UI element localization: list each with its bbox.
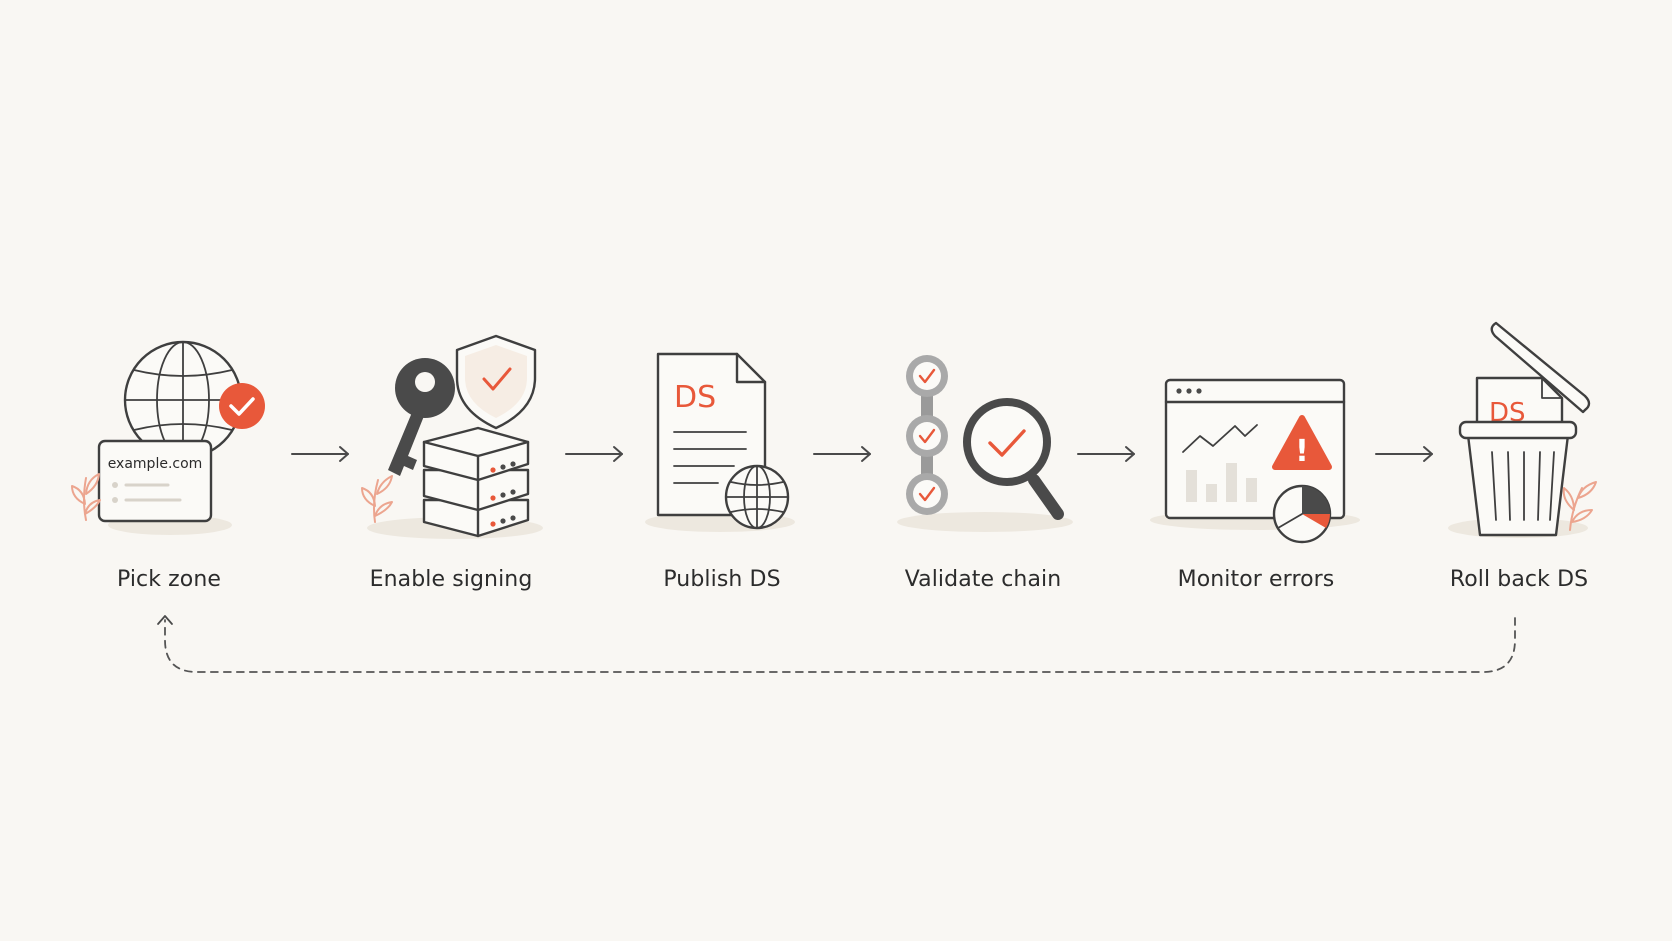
step-label-pick-zone: Pick zone — [116, 567, 222, 592]
domain-card-text: example.com — [108, 456, 203, 472]
step-label-validate-chain: Validate chain — [904, 567, 1062, 592]
leaf-decoration — [71, 473, 101, 521]
flow-arrow-2 — [565, 446, 623, 462]
ds-doc-text: DS — [674, 380, 716, 415]
key-shield-server-icon — [361, 334, 543, 539]
leaf-decoration — [361, 475, 393, 523]
chain-magnifier-icon — [897, 355, 1073, 532]
leaf-decoration — [1562, 481, 1597, 531]
dashboard-warning-icon: ! — [1150, 378, 1360, 544]
loop-back-connector — [157, 615, 1516, 673]
globe-domain-icon: example.com — [71, 340, 265, 535]
flow-arrow-3 — [813, 446, 871, 462]
step-label-publish-ds: Publish DS — [663, 567, 781, 592]
step-label-roll-back-ds: Roll back DS — [1449, 567, 1589, 592]
step-label-monitor-errors: Monitor errors — [1177, 567, 1335, 592]
ds-document-globe-icon: DS — [645, 352, 795, 532]
flow-arrow-4 — [1077, 446, 1135, 462]
step-label-enable-signing: Enable signing — [369, 567, 533, 592]
flow-arrow-5 — [1375, 446, 1433, 462]
warning-mark: ! — [1295, 434, 1309, 469]
server-stack — [422, 426, 530, 538]
ds-trash-icon: DS — [1448, 321, 1597, 538]
flow-arrow-1 — [291, 446, 349, 462]
